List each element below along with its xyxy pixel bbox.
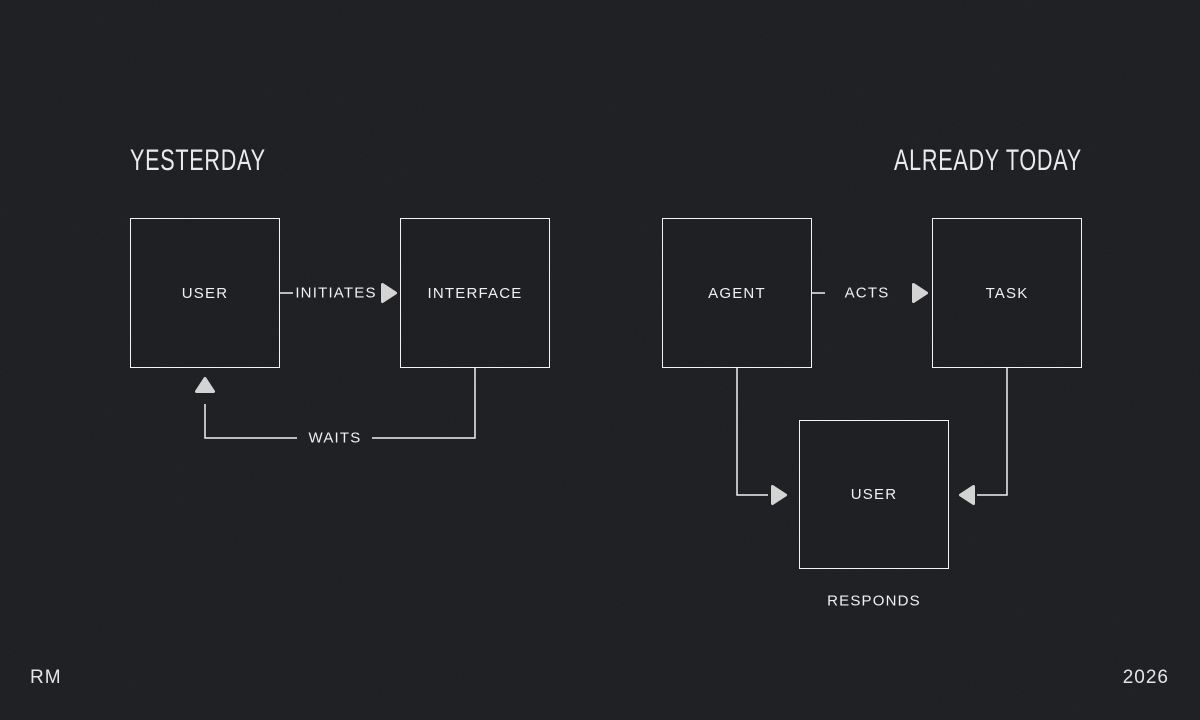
agent-to-user-connector [736, 368, 768, 496]
arrow-right-icon [912, 283, 928, 303]
edge-label-waits: WAITS [308, 429, 362, 447]
node-interface: INTERFACE [400, 218, 550, 368]
arrow-left-icon [959, 485, 975, 505]
edge-label-acts: ACTS [844, 284, 890, 302]
edge-label-initiates: INITIATES [295, 284, 377, 302]
arrow-right-icon [381, 283, 397, 303]
section-title-already-today: ALREADY TODAY [894, 144, 1082, 177]
section-title-yesterday: YESTERDAY [130, 144, 266, 177]
node-label: TASK [985, 284, 1029, 302]
arrow-right-icon [771, 485, 787, 505]
node-task: TASK [932, 218, 1082, 368]
node-label: INTERFACE [427, 284, 523, 302]
node-agent: AGENT [662, 218, 812, 368]
author-initials: RM [30, 667, 62, 688]
node-user-yesterday: USER [130, 218, 280, 368]
waits-connector-left [204, 404, 297, 439]
node-label: USER [181, 284, 229, 302]
node-user-today: USER [799, 420, 949, 569]
edge-label-responds: RESPONDS [827, 592, 921, 610]
year-label: 2026 [1122, 667, 1169, 688]
node-label: AGENT [708, 284, 766, 302]
waits-connector-right [372, 368, 476, 439]
arrow-up-icon [195, 377, 215, 393]
node-label: USER [850, 486, 898, 503]
task-to-user-connector [977, 368, 1008, 496]
